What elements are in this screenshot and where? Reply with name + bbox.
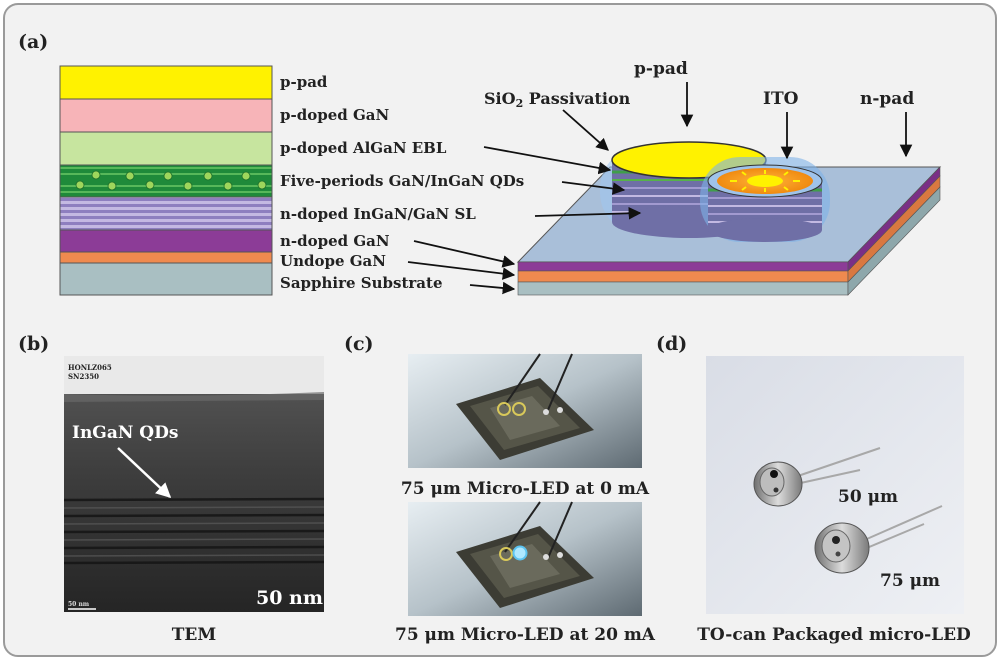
- to-can-50um: [753, 447, 881, 507]
- caption-to-can: TO-can Packaged micro-LED: [697, 625, 971, 645]
- tem-arrow: [117, 447, 172, 499]
- panel-b-label: (b): [18, 333, 49, 355]
- tem-stamp-line1: HONLZ065: [68, 363, 112, 372]
- tem-annotation: InGaN QDs: [72, 423, 178, 443]
- caption-0ma: 75 μm Micro-LED at 0 mA: [401, 479, 650, 499]
- label-p-pad: p-pad: [634, 59, 688, 79]
- layer-qds: [59, 164, 273, 198]
- to-can-75um: [814, 505, 943, 574]
- label-sio2-passivation: SiO2 Passivation: [484, 89, 631, 110]
- layer-p-pad: [59, 65, 273, 100]
- qd-dots: [75, 170, 267, 191]
- tem-scale-big: 50 nm: [256, 587, 323, 609]
- layer-label-p-pad: p-pad: [280, 73, 328, 91]
- layer-label-qds: Five-periods GaN/InGaN QDs: [280, 172, 524, 190]
- to-can-label-50: 50 μm: [838, 487, 898, 507]
- layer-algan-ebl: [59, 131, 273, 166]
- to-can-photo: [706, 356, 964, 614]
- pointer-arrows: [407, 82, 913, 295]
- layer-n-gan: [59, 229, 273, 253]
- tem-stamp-line2: SN2350: [68, 372, 99, 381]
- layer-undoped-gan: [59, 251, 273, 264]
- tem-image: [63, 356, 325, 612]
- layer-sapphire: [59, 262, 273, 296]
- layer-label-algan: p-doped AlGaN EBL: [280, 139, 447, 157]
- photo-20ma: [408, 501, 642, 616]
- photo-0ma: [408, 353, 642, 468]
- panel-c-label: (c): [344, 333, 374, 355]
- mesa-small: [707, 164, 823, 242]
- layer-label-n-gan: n-doped GaN: [280, 232, 390, 250]
- layer-label-undoped: Undope GaN: [280, 252, 386, 270]
- to-can-label-75: 75 μm: [880, 571, 940, 591]
- layer-p-gan: [59, 98, 273, 133]
- layer-sl: [59, 196, 273, 231]
- panel-d-label: (d): [656, 333, 687, 355]
- label-ito: ITO: [763, 89, 799, 109]
- layer-label-sapphire: Sapphire Substrate: [280, 274, 443, 292]
- caption-20ma: 75 μm Micro-LED at 20 mA: [395, 625, 656, 645]
- caption-tem: TEM: [172, 625, 217, 645]
- tem-scale-small: 50 nm: [68, 601, 90, 608]
- label-n-pad: n-pad: [860, 89, 914, 109]
- layer-label-sl: n-doped InGaN/GaN SL: [280, 205, 476, 223]
- panel-a-label: (a): [18, 31, 48, 53]
- layer-label-p-gan: p-doped GaN: [280, 106, 389, 124]
- layer-stack: [59, 65, 273, 296]
